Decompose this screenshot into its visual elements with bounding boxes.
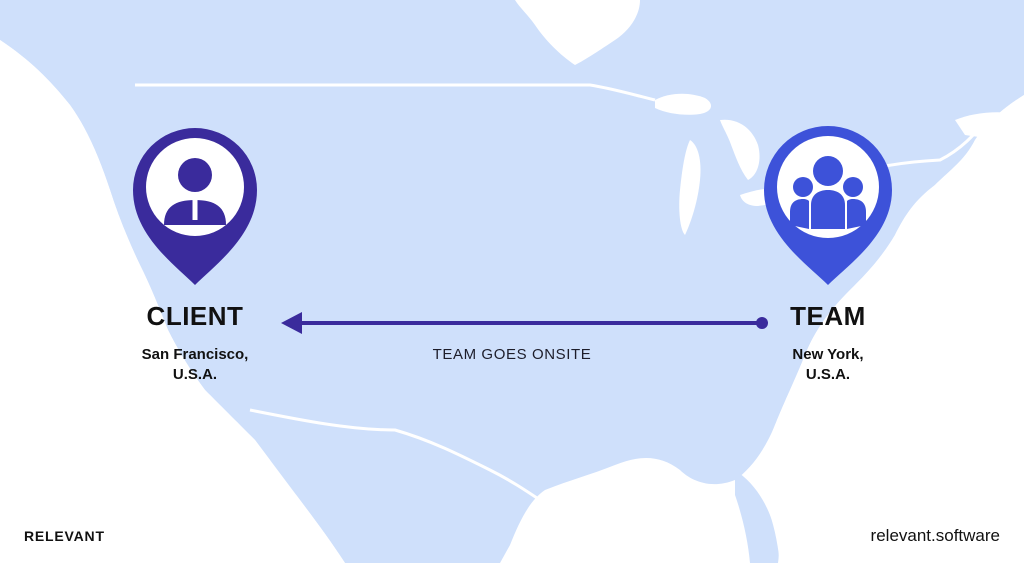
- lake-superior: [655, 93, 712, 115]
- client-title: CLIENT: [146, 301, 244, 331]
- team-pin[interactable]: [764, 126, 892, 285]
- hudson-bay: [515, 0, 640, 65]
- atlantic-ocean: [750, 95, 1024, 563]
- florida: [735, 470, 779, 563]
- gulf-of-mexico: [540, 479, 745, 563]
- us-canada-border: [135, 83, 656, 102]
- us-mexico-border: [249, 408, 541, 502]
- route-origin-dot: [756, 317, 768, 329]
- arrow-head: [281, 312, 302, 334]
- gulf-st-lawrence: [955, 112, 1024, 140]
- brand-logo-text: RELEVANT: [24, 528, 105, 544]
- route-label: TEAM GOES ONSITE: [432, 346, 592, 363]
- lake-michigan: [679, 140, 701, 235]
- route-arrow: [281, 312, 768, 334]
- group-pin-icon: [790, 156, 866, 229]
- team-title: TEAM: [790, 301, 866, 331]
- client-city: San Francisco, U.S.A.: [100, 345, 290, 385]
- team-city: New York, U.S.A.: [748, 345, 908, 385]
- person-pin-icon: [164, 158, 226, 225]
- team-city-line2: U.S.A.: [805, 366, 851, 383]
- team-city-line1: New York,: [792, 346, 864, 363]
- brand-website[interactable]: relevant.software: [870, 526, 1000, 545]
- baja-california: [262, 430, 332, 563]
- client-city-line2: U.S.A.: [172, 366, 218, 383]
- arctic-island: [930, 0, 1024, 60]
- pacific-ocean: [0, 40, 345, 563]
- lake-huron: [720, 119, 760, 180]
- client-pin[interactable]: [133, 128, 257, 285]
- client-city-line1: San Francisco,: [141, 346, 249, 363]
